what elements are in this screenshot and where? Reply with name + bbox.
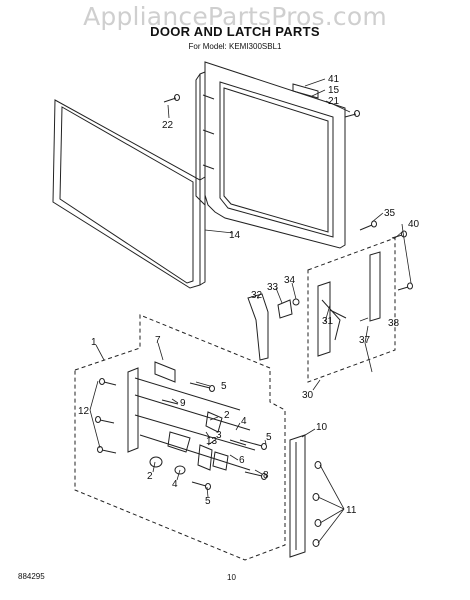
callout-10: 10 — [316, 422, 328, 433]
callout-41: 41 — [328, 74, 340, 85]
callout-4-lower: 4 — [172, 479, 178, 490]
callout-32: 32 — [251, 290, 263, 301]
leader-lines — [89, 78, 412, 544]
callout-35: 35 — [384, 208, 396, 219]
callout-9: 9 — [180, 398, 186, 409]
door-panel-part — [52, 99, 206, 289]
latch-housing-part — [127, 361, 256, 475]
door-frame-part — [195, 61, 346, 249]
callout-12: 12 — [78, 406, 90, 417]
part-41-plate — [292, 83, 319, 99]
callout-5-middle: 5 — [266, 432, 272, 443]
callout-13: 13 — [206, 436, 218, 447]
callout-21: 21 — [328, 96, 340, 107]
callout-3: 3 — [216, 430, 222, 441]
watermark: AppliancePartsPros.com — [83, 2, 387, 31]
callout-5-lower: 5 — [205, 496, 211, 507]
callout-22: 22 — [162, 120, 174, 131]
drawing-code: 884295 — [18, 572, 45, 581]
screw-21 — [344, 110, 360, 118]
part-34 — [292, 298, 300, 306]
callout-11: 11 — [346, 505, 357, 516]
callout-37: 37 — [359, 335, 371, 346]
screw-22 — [163, 94, 180, 103]
housing-screws — [95, 378, 267, 490]
callout-15: 15 — [328, 85, 340, 96]
callout-6: 6 — [239, 455, 245, 466]
page-title: DOOR AND LATCH PARTS — [150, 24, 320, 39]
callout-31: 31 — [322, 316, 334, 327]
model-label: For Model: KEMI300SBL1 — [188, 42, 282, 51]
callout-labels: 41 15 21 22 14 35 40 34 33 32 31 38 37 3… — [78, 74, 420, 516]
screws-35-40 — [359, 220, 413, 291]
callout-34: 34 — [284, 275, 296, 286]
callout-38: 38 — [388, 318, 400, 329]
screws-11 — [312, 461, 322, 547]
callout-8: 8 — [263, 470, 269, 481]
callout-7: 7 — [155, 335, 161, 346]
bracket-10 — [289, 434, 306, 558]
callout-5-upper: 5 — [221, 381, 227, 392]
callout-40: 40 — [408, 219, 420, 230]
callout-14: 14 — [229, 230, 241, 241]
latch-assembly-box — [307, 237, 396, 383]
callout-1: 1 — [91, 337, 97, 348]
part-33 — [277, 299, 293, 319]
latch-housing-box — [74, 314, 286, 561]
callout-4-upper: 4 — [241, 416, 247, 427]
callout-33: 33 — [267, 282, 279, 293]
latch-lever-32 — [247, 293, 269, 361]
callout-30: 30 — [302, 390, 314, 401]
callout-2-lower: 2 — [147, 471, 153, 482]
latch-plate-part — [317, 251, 381, 357]
callout-2-upper: 2 — [224, 410, 230, 421]
page-number: 10 — [227, 573, 236, 582]
